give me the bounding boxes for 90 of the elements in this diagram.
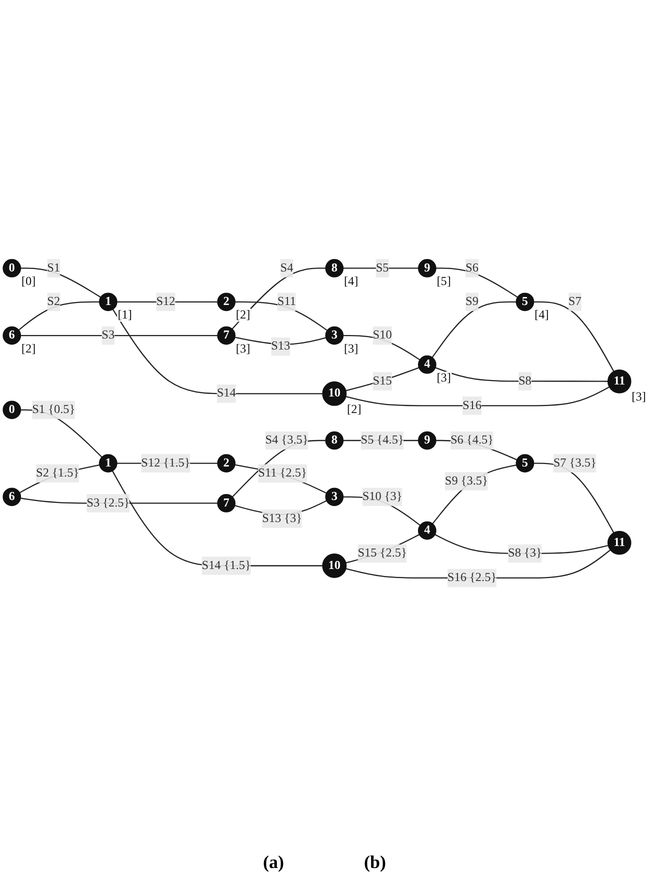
- edge-label: S1: [47, 261, 60, 274]
- edge-label: S12 {1.5}: [141, 456, 190, 470]
- connector: [18, 301, 100, 330]
- edge-label: S2 {1.5}: [36, 466, 80, 480]
- node-circle: [217, 454, 236, 472]
- edge-label: S6 {4.5}: [450, 434, 494, 447]
- connector: [116, 301, 218, 302]
- node-circle: [2, 326, 22, 345]
- node-circle: [418, 355, 436, 374]
- edge-label: S4 {3.5}: [265, 434, 308, 447]
- node-circle: [325, 258, 344, 278]
- connector: [234, 464, 327, 494]
- node-value-label: [2]: [21, 341, 36, 356]
- node-circle: [607, 369, 632, 394]
- edge-label: S16 {2.5}: [447, 570, 497, 584]
- panel-label: (a): [263, 852, 284, 873]
- node-circle: [418, 521, 436, 540]
- node-circle: [516, 454, 534, 472]
- node-circle: [325, 326, 344, 345]
- node-circle: [98, 292, 118, 311]
- node-circle: [98, 454, 118, 472]
- node-circle: [516, 292, 534, 311]
- edge-label: S15 {2.5}: [358, 546, 407, 560]
- node-circle: [2, 258, 22, 278]
- connector: [232, 268, 326, 330]
- connector: [112, 308, 323, 394]
- edge-label: S11: [277, 294, 296, 308]
- edge-label: S5 {4.5}: [360, 434, 404, 447]
- connector: [232, 440, 326, 498]
- edge-label: S9: [466, 294, 478, 308]
- node-value-label: [0]: [21, 274, 36, 288]
- edge-label: S11 {2.5}: [258, 466, 307, 480]
- edge-label: S8 {3}: [508, 546, 542, 560]
- connector: [343, 268, 418, 269]
- connector: [112, 470, 323, 566]
- edge-label: S3 {2.5}: [86, 496, 130, 510]
- connector: [346, 386, 610, 406]
- node-value-label: [3]: [236, 341, 250, 356]
- connector: [534, 301, 614, 372]
- edge-label: S8: [518, 374, 532, 388]
- connector: [19, 464, 100, 494]
- edge-label: S3: [102, 328, 115, 342]
- edge-label: S1 {0.5}: [32, 402, 76, 416]
- edge-label: S13 {3}: [262, 512, 302, 525]
- edge-label: S2: [47, 294, 60, 308]
- node-circle: [607, 530, 632, 555]
- connector: [432, 301, 516, 358]
- connector: [20, 268, 101, 298]
- node-value-label: [3]: [344, 341, 358, 356]
- node-circle: [2, 488, 22, 506]
- edge-label: S5: [376, 261, 389, 274]
- node-circle: [2, 400, 22, 419]
- edge-label: S15: [372, 374, 392, 388]
- node-value-label: [4]: [534, 308, 549, 322]
- connector: [234, 336, 326, 345]
- edge-label: S12: [156, 294, 176, 308]
- connector: [235, 301, 328, 331]
- connector: [435, 367, 608, 382]
- connector: [20, 334, 218, 336]
- node-value-label: [1]: [118, 308, 132, 322]
- edge-label: S4: [280, 261, 294, 274]
- node-circle: [418, 431, 436, 450]
- connector: [432, 464, 516, 524]
- node-value-label: [4]: [344, 274, 358, 288]
- node-circle: [322, 553, 347, 578]
- node-value-label: [5]: [436, 274, 451, 288]
- node-circle: [325, 431, 344, 450]
- node-circle: [217, 292, 236, 311]
- panel-label: (b): [364, 852, 386, 873]
- connector: [346, 367, 420, 392]
- node-circle: [418, 258, 436, 278]
- node-value-label: [2]: [347, 402, 362, 416]
- connector: [343, 334, 420, 360]
- edge-label: S9 {3.5}: [444, 474, 488, 488]
- edge-label: S16: [462, 398, 482, 412]
- edge-label: S7: [568, 294, 582, 308]
- node-circle: [217, 326, 236, 345]
- node-circle: [325, 488, 344, 506]
- edge-label: S14: [216, 386, 236, 400]
- node-circle: [217, 494, 236, 512]
- node-value-label: [3]: [436, 370, 451, 384]
- edge-label: S6: [466, 261, 478, 274]
- edge-label: S10 {3}: [362, 490, 402, 503]
- node-value-label: [3]: [632, 389, 646, 404]
- node-circle: [322, 381, 347, 406]
- edge-label: S10: [372, 328, 392, 342]
- edge-label: S7 {3.5}: [553, 456, 596, 470]
- connector: [436, 268, 518, 298]
- edge-label: S14 {1.5}: [202, 558, 251, 572]
- edge-label: S13: [271, 340, 290, 353]
